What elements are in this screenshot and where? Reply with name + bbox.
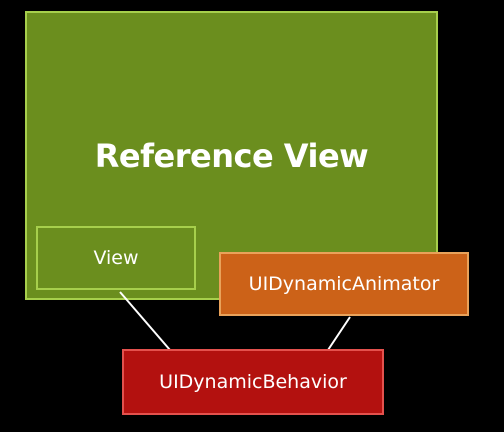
dynamic-animator-label: UIDynamicAnimator [248, 273, 440, 295]
dynamic-behavior-label: UIDynamicBehavior [159, 371, 347, 393]
dynamic-behavior-box: UIDynamicBehavior [122, 349, 384, 415]
reference-view-label: Reference View [94, 137, 369, 175]
dynamic-animator-box: UIDynamicAnimator [219, 252, 469, 316]
view-label: View [93, 247, 139, 269]
view-box: View [36, 226, 196, 290]
animator-behavior-connector [327, 316, 351, 351]
view-behavior-connector [119, 291, 171, 351]
